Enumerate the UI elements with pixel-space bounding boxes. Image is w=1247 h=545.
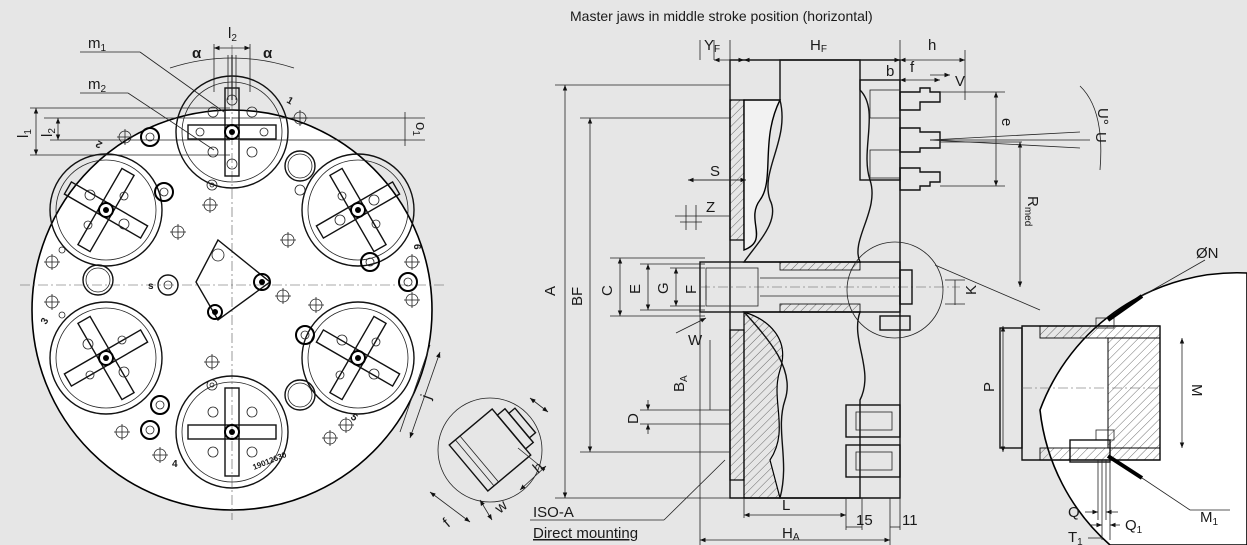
label-o1: o1 bbox=[410, 122, 429, 136]
station-1: 1 bbox=[285, 95, 296, 108]
label-C: C bbox=[599, 285, 616, 296]
label-D: D bbox=[625, 413, 642, 424]
jaw-station-upper-right bbox=[301, 153, 415, 267]
station-4: 4 bbox=[172, 459, 178, 470]
detail-view: ØN P M M1 Q Q1 T1 bbox=[981, 245, 1247, 545]
label-M1: M1 bbox=[1200, 509, 1219, 528]
station-3: 3 bbox=[39, 316, 52, 327]
station-5: 5 bbox=[348, 412, 360, 424]
label-HF: HF bbox=[810, 37, 827, 55]
label-F: F bbox=[683, 285, 700, 294]
label-l2-top: l2 bbox=[228, 25, 237, 44]
bore-right-low bbox=[284, 379, 316, 411]
label-Q: Q bbox=[1068, 504, 1080, 521]
label-M: M bbox=[1188, 384, 1205, 397]
label-HA: HA bbox=[782, 525, 800, 543]
label-Z: Z bbox=[706, 199, 715, 216]
label-15: 15 bbox=[856, 512, 873, 529]
label-W: W bbox=[688, 332, 703, 349]
section-labels: YF HF h b f V e U° U S Z Rmed A BF C E G… bbox=[533, 37, 1111, 543]
label-alpha-left: α bbox=[192, 45, 202, 62]
front-dimensions bbox=[30, 44, 441, 439]
label-L: L bbox=[782, 497, 790, 514]
label-m2: m2 bbox=[88, 76, 107, 95]
label-m1: m1 bbox=[88, 35, 107, 54]
bore-left-mid bbox=[82, 264, 114, 296]
label-iso-a: ISO-A bbox=[533, 504, 574, 521]
label-V: V bbox=[955, 73, 965, 90]
label-K: K bbox=[963, 285, 980, 295]
label-j: j bbox=[417, 392, 434, 402]
center-triangle bbox=[195, 238, 272, 322]
label-b: b bbox=[886, 63, 894, 80]
label-U: U bbox=[1092, 132, 1109, 143]
label-11: 11 bbox=[902, 512, 918, 529]
label-ON: ØN bbox=[1196, 245, 1219, 262]
label-P: P bbox=[981, 382, 998, 392]
jaw-station-top bbox=[175, 75, 289, 189]
label-detail-f: f bbox=[440, 515, 455, 531]
ring-bolts bbox=[140, 127, 418, 440]
drawing-title: Master jaws in middle stroke position (h… bbox=[570, 8, 873, 24]
screw-holes bbox=[58, 179, 306, 391]
label-h: h bbox=[928, 37, 936, 54]
bore-right-top bbox=[284, 150, 316, 182]
label-T1: T1 bbox=[1068, 529, 1083, 545]
bore-s bbox=[157, 274, 179, 296]
section-view bbox=[530, 40, 1102, 545]
label-detail-w: w bbox=[491, 497, 511, 518]
label-f: f bbox=[910, 59, 915, 76]
jaw-detail: h f w bbox=[429, 397, 549, 531]
label-E: E bbox=[627, 284, 644, 294]
station-2: 2 bbox=[94, 137, 105, 150]
label-YF: YF bbox=[704, 37, 720, 55]
label-alpha-right: α bbox=[263, 45, 273, 62]
label-G: G bbox=[655, 282, 672, 294]
label-BF: BF bbox=[569, 287, 586, 306]
jaw-station-bottom bbox=[175, 375, 289, 489]
label-Rmed: Rmed bbox=[1022, 196, 1041, 226]
label-BA: BA bbox=[671, 375, 690, 392]
label-e: e bbox=[998, 118, 1015, 126]
label-direct-mounting: Direct mounting bbox=[533, 525, 638, 542]
label-l2-side: l2 bbox=[39, 128, 58, 137]
label-Q1: Q1 bbox=[1125, 517, 1143, 536]
station-6: 6 bbox=[411, 244, 422, 250]
label-l1: l1 bbox=[15, 129, 34, 138]
jaw-station-upper-left bbox=[49, 153, 163, 267]
label-s: s bbox=[148, 281, 154, 292]
label-S: S bbox=[710, 163, 720, 180]
label-A: A bbox=[542, 286, 559, 296]
label-U-deg: U° bbox=[1094, 108, 1111, 125]
front-view bbox=[20, 44, 445, 520]
jaw-station-lower-left bbox=[49, 301, 163, 415]
